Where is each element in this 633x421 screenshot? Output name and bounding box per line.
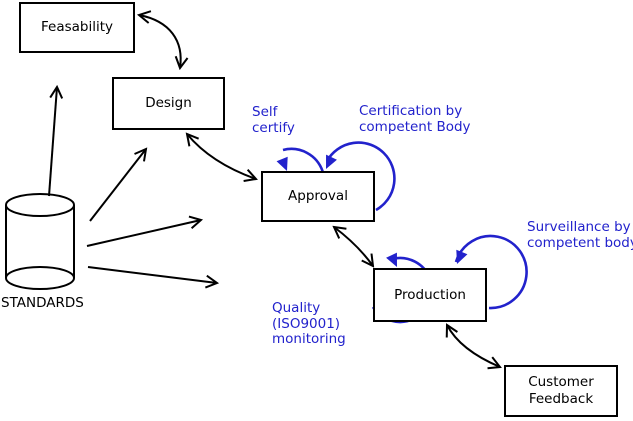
cylinder-bottom-ellipse [5,266,75,290]
annotation-surveillance-line2: competent body [527,234,633,251]
annotation-certification-line1: Certification by [359,103,463,119]
annotation-surveillance-line1: Surveillance by [527,219,631,235]
standards-cylinder [5,193,75,290]
node-feasability-label: Feasability [40,19,113,35]
node-customer-feedback: Customer Feedback [504,365,618,417]
node-feasability: Feasability [19,2,135,53]
annotation-self-certify-line1: Self [252,104,278,120]
annotation-quality-line1: Quality [272,300,321,316]
self-certify-arrowhead [276,156,288,171]
annotation-surveillance: Surveillance by competent body [527,219,633,251]
certification-loop [325,141,396,212]
annotation-certification: Certification by competent Body [359,103,471,135]
node-approval: Approval [261,171,375,222]
arrow-standards-feasability [48,87,57,197]
surveillance-arrowhead [456,249,468,264]
annotation-self-certify: Self certify [252,104,295,136]
arrow-production-customer-feedback [447,325,500,367]
annotation-self-certify-line2: certify [252,119,295,136]
annotation-quality-line2: (ISO9001) [272,315,341,332]
arrow-standards-design [89,149,146,222]
quality-arrowhead [386,252,397,267]
arrow-feasability-design [139,15,181,68]
arrow-standards-approval [86,220,201,247]
node-approval-label: Approval [288,188,348,204]
annotation-quality: Quality (ISO9001) monitoring [272,300,346,348]
surveillance-loop [454,234,528,310]
node-customer-feedback-line1: Customer [528,374,594,390]
certification-arrowhead [326,154,337,169]
arrow-standards-production [87,266,217,283]
node-design: Design [112,77,225,130]
standards-label: STANDARDS [1,295,84,311]
annotation-certification-line2: competent Body [359,118,471,135]
node-production-label: Production [394,286,466,303]
node-design-label: Design [145,95,192,111]
arrow-approval-production [334,227,373,266]
arrow-design-approval [187,134,256,179]
annotation-quality-line3: monitoring [272,331,346,347]
node-customer-feedback-line2: Feedback [528,391,594,407]
node-production: Production [373,268,487,322]
